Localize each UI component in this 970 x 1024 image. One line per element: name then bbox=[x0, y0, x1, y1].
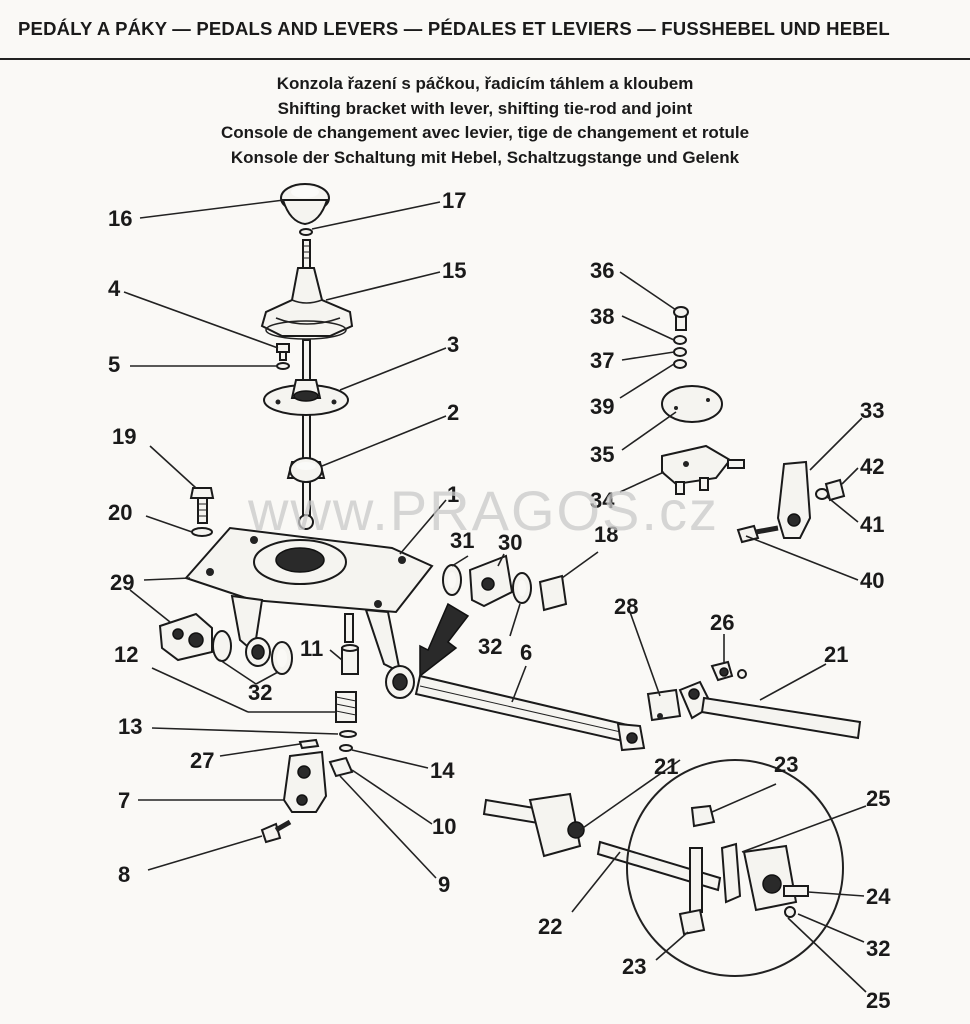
rubber-boot-part bbox=[260, 267, 354, 340]
callout-17: 17 bbox=[442, 188, 466, 213]
sleeve-11-part bbox=[328, 644, 359, 778]
callout-40: 39 bbox=[590, 394, 614, 419]
callout-24: 24 bbox=[866, 884, 891, 909]
direction-arrow-icon bbox=[419, 602, 470, 678]
watermark-text: www.PRAGOS.cz bbox=[248, 479, 719, 542]
subtitle-french: Console de changement avec levier, tige … bbox=[220, 123, 750, 142]
callout-35: 34 bbox=[590, 488, 615, 513]
shifting-bracket-part bbox=[184, 526, 434, 699]
callout-6: 6 bbox=[520, 640, 532, 665]
joint-7-part bbox=[260, 738, 328, 844]
callout-33: 32 bbox=[866, 936, 890, 961]
callout-21-upper: 21 bbox=[824, 642, 848, 667]
callout-9: 9 bbox=[438, 872, 450, 897]
shift-lever-part bbox=[298, 239, 314, 530]
callout-39: 38 bbox=[590, 304, 614, 329]
callout-14: 14 bbox=[430, 758, 455, 783]
callout-4: 4 bbox=[108, 276, 121, 301]
callout-42: 41 bbox=[860, 512, 884, 537]
callout-36: 35 bbox=[590, 442, 614, 467]
callout-19: 19 bbox=[112, 424, 136, 449]
callout-12: 12 bbox=[114, 642, 138, 667]
subtitle-czech: Konzola řazení s páčkou, řadicím táhlem … bbox=[276, 74, 694, 93]
screw-37-part bbox=[673, 306, 689, 369]
tie-rod-part bbox=[414, 660, 862, 752]
callout-34: 33 bbox=[860, 398, 884, 423]
callout-20: 20 bbox=[108, 500, 132, 525]
leader-lines bbox=[123, 199, 867, 993]
callout-25: 25 bbox=[866, 786, 890, 811]
callout-3: 3 bbox=[447, 332, 459, 357]
callout-32-right: 32 bbox=[478, 634, 502, 659]
callout-10: 10 bbox=[432, 814, 456, 839]
subtitle-german: Konsole der Schaltung mit Hebel, Schaltz… bbox=[230, 147, 740, 167]
bracket-31-part bbox=[442, 554, 568, 612]
header-title: PEDÁLY A PÁKY — PEDALS AND LEVERS — PÉDA… bbox=[18, 18, 890, 39]
callout-16: 16 bbox=[108, 206, 132, 231]
callout-21-lower: 21 bbox=[654, 754, 678, 779]
flange-plate-part bbox=[263, 379, 349, 416]
callout-15: 15 bbox=[442, 258, 466, 283]
callout-31: 30 bbox=[498, 530, 522, 555]
bolt-4-part bbox=[276, 343, 290, 370]
subtitle-block: Konzola řazení s páčkou, řadicím táhlem … bbox=[0, 72, 970, 170]
callout-38: 37 bbox=[590, 348, 614, 373]
callout-32-left: 32 bbox=[248, 680, 272, 705]
callout-23-lower: 23 bbox=[622, 954, 646, 979]
callout-32-top: 31 bbox=[450, 528, 474, 553]
callout-8: 8 bbox=[118, 862, 130, 887]
callout-13: 13 bbox=[118, 714, 142, 739]
subtitle-english: Shifting bracket with lever, shifting ti… bbox=[277, 98, 693, 118]
page-header: PEDÁLY A PÁKY — PEDALS AND LEVERS — PÉDA… bbox=[0, 0, 970, 60]
bracket-30-part bbox=[158, 612, 293, 675]
callout-26: 25 bbox=[866, 988, 890, 1013]
ball-joint-part bbox=[286, 457, 326, 483]
detail-circle-part bbox=[626, 759, 844, 977]
plate-35-part bbox=[661, 444, 745, 495]
callout-37: 36 bbox=[590, 258, 614, 283]
callout-29: 28 bbox=[614, 594, 638, 619]
callout-labels: 1 2 3 4 5 6 7 8 9 10 11 12 13 14 15 16 1… bbox=[108, 188, 891, 1013]
callout-28: 27 bbox=[190, 748, 214, 773]
callout-5: 5 bbox=[108, 352, 120, 377]
callout-11: 11 bbox=[300, 636, 323, 661]
callout-2: 2 bbox=[447, 400, 459, 425]
callout-27: 26 bbox=[710, 610, 734, 635]
callout-7: 7 bbox=[118, 788, 130, 813]
shift-knob-part bbox=[280, 183, 330, 236]
callout-41: 40 bbox=[860, 568, 884, 593]
callout-30: 29 bbox=[110, 570, 134, 595]
cover-36-part bbox=[661, 385, 723, 423]
callout-43: 42 bbox=[860, 454, 884, 479]
bolt-19-part bbox=[189, 487, 215, 537]
callout-1: 1 bbox=[447, 482, 459, 507]
callout-23-upper: 23 bbox=[774, 752, 798, 777]
clip-34-part bbox=[736, 460, 846, 544]
callout-22: 22 bbox=[538, 914, 562, 939]
callout-18: 18 bbox=[594, 522, 618, 547]
rod-22-part bbox=[482, 792, 722, 913]
